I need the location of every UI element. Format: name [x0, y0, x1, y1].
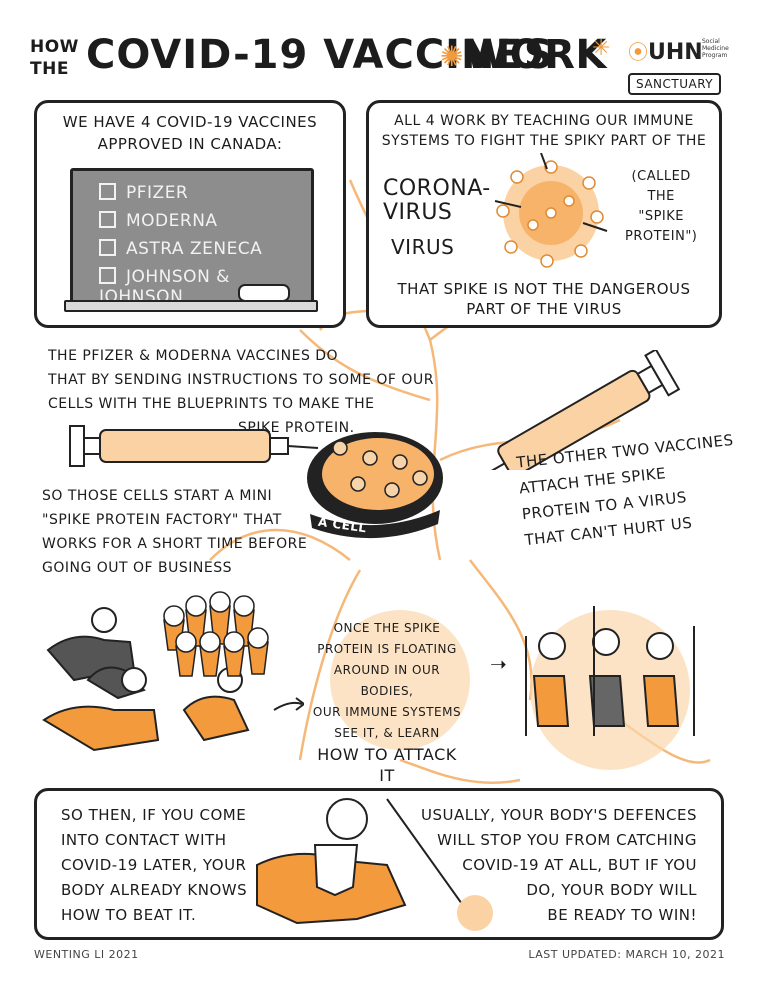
vaccine-item: Moderna — [99, 211, 218, 231]
text-line: our immune systems — [312, 705, 462, 719]
spike-intro: All 4 work by teaching our immune system… — [369, 111, 719, 151]
text-line: be ready to win! — [547, 906, 697, 924]
knights-illustration — [525, 606, 695, 736]
syringe-right-icon — [478, 350, 681, 470]
page-title: COVID-19 Vaccines — [86, 32, 554, 78]
spike-line: systems to fight the spiky part of the — [381, 133, 707, 149]
chalk-ledge — [64, 300, 318, 312]
checkbox-icon — [99, 183, 116, 200]
text-line: COVID-19 at all, but if you — [462, 856, 697, 874]
intro-line: We have 4 COVID-19 vaccines — [62, 113, 318, 131]
title-how: How — [30, 37, 79, 57]
label-line: the — [647, 189, 675, 204]
credit: Wenting Li 2021 — [34, 948, 139, 961]
label-line: Protein") — [625, 229, 698, 244]
text-line: will stop you from catching — [437, 831, 697, 849]
logo-sub: Social Medicine Program — [702, 38, 729, 59]
sparkle-icon-right: ✳ — [592, 36, 611, 61]
spike-line: All 4 work by teaching our immune — [394, 113, 694, 129]
syringe-icon — [69, 425, 319, 467]
pfizer-text: The Pfizer & Moderna vaccines do that by… — [48, 344, 434, 440]
vaccine-label: Moderna — [126, 211, 218, 231]
arrow-right-icon: ➝ — [490, 652, 507, 676]
knight-charge-icon — [256, 798, 493, 931]
outcome-left: So then, if you come into contact with C… — [61, 803, 247, 928]
intro-line: approved in Canada: — [97, 135, 283, 153]
logo-text: UHN — [648, 40, 703, 65]
text-line: see it, & learn — [334, 726, 440, 740]
outcome-right: Usually, your body's defences will stop … — [421, 803, 697, 928]
label-line: virus — [383, 200, 453, 225]
text-line: protein is floating — [317, 642, 457, 656]
text-line: around in our bodies, — [333, 663, 441, 698]
coronavirus-label: Corona- virus — [383, 177, 491, 225]
vaccine-item: Pfizer — [99, 183, 188, 203]
title-the: the — [30, 59, 69, 79]
text-line: Usually, your body's defences — [421, 806, 697, 824]
sparkle-icon: ✺ — [440, 40, 464, 73]
text-line: that by sending instructions to some of … — [48, 372, 434, 388]
uhn-logo: ⦿UHN Social Medicine Program Sanctuary — [628, 36, 738, 95]
floating-text: Once the spike protein is floating aroun… — [312, 618, 462, 786]
text-line: going out of business — [42, 560, 233, 576]
text-line: Once the spike — [333, 621, 441, 635]
label-line: Corona- — [383, 176, 491, 201]
text-line: how to beat it. — [61, 906, 197, 924]
text-line: The Pfizer & Moderna vaccines do — [48, 348, 339, 364]
text-line: works for a short time before — [42, 536, 308, 552]
text-line: So then, if you come — [61, 806, 247, 824]
vaccine-label: Astra Zeneca — [126, 239, 263, 259]
title-prefix: How the — [30, 36, 79, 80]
factory-text: So those cells start a mini "spike prote… — [42, 484, 307, 580]
text-line: So those cells start a mini — [42, 488, 273, 504]
spike-note-line: part of the virus — [466, 300, 622, 318]
checkbox-icon — [99, 211, 116, 228]
spike-note-line: That spike is not the dangerous — [397, 280, 691, 298]
spike-panel: All 4 work by teaching our immune system… — [366, 100, 722, 328]
army-illustration — [42, 591, 304, 752]
text-line: into contact with — [61, 831, 227, 849]
spike-protein-label: (Called the "Spike Protein") — [625, 167, 697, 247]
text-line: body already knows — [61, 881, 248, 899]
eraser-icon — [238, 284, 290, 302]
cell-icon — [307, 432, 443, 539]
label-line: (Called — [631, 169, 691, 184]
title-work: Work — [465, 32, 607, 78]
text-line: "spike protein factory" that — [42, 512, 282, 528]
checkbox-icon — [99, 267, 116, 284]
spike-note: That spike is not the dangerous part of … — [369, 279, 719, 319]
text-line: COVID-19 later, your — [61, 856, 247, 874]
vaccine-item: Astra Zeneca — [99, 239, 262, 259]
text-line: do, your body will — [526, 881, 697, 899]
logo-badge: Sanctuary — [628, 73, 722, 95]
label-line: "Spike — [638, 209, 685, 224]
last-updated: Last updated: March 10, 2021 — [528, 948, 725, 961]
virus-label: virus — [391, 235, 455, 259]
text-line: how to attack it — [317, 745, 457, 785]
logo-mark-icon: ⦿ — [628, 40, 648, 64]
coronavirus-icon — [494, 153, 608, 268]
outcome-panel: So then, if you come into contact with C… — [34, 788, 724, 940]
vaccine-label: Pfizer — [126, 183, 189, 203]
checkbox-icon — [99, 239, 116, 256]
text-line: cells with the blueprints to make the — [48, 396, 375, 412]
vaccines-intro: We have 4 COVID-19 vaccines approved in … — [37, 111, 343, 155]
